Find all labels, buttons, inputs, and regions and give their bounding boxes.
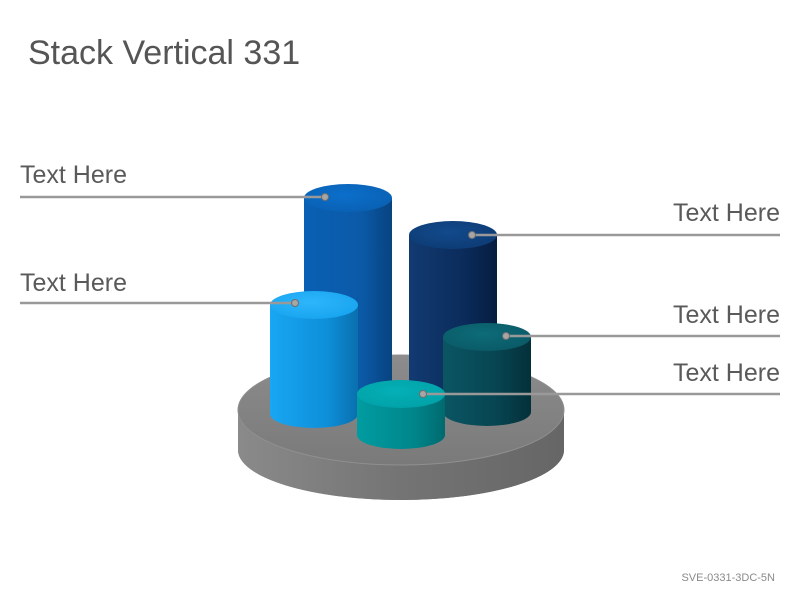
page-title: Stack Vertical 331 [28,34,301,72]
dot-navy [468,231,476,239]
dot-teal [419,390,427,398]
label-right-top: Text Here [673,199,780,227]
dot-blue [321,193,329,201]
connector-dots [291,193,510,398]
label-left-top: Text Here [20,161,127,189]
dot-dark-teal [502,332,510,340]
cylinder-dark-teal [443,323,531,426]
label-right-bottom: Text Here [673,359,780,387]
label-left-middle: Text Here [20,269,127,297]
cylinder-teal [357,380,445,449]
slide-code: SVE-0331-3DC-5N [681,572,775,584]
connector-lines [20,195,780,396]
dot-light-blue [291,299,299,307]
cylinder-light-blue [270,291,358,428]
label-right-middle: Text Here [673,301,780,329]
